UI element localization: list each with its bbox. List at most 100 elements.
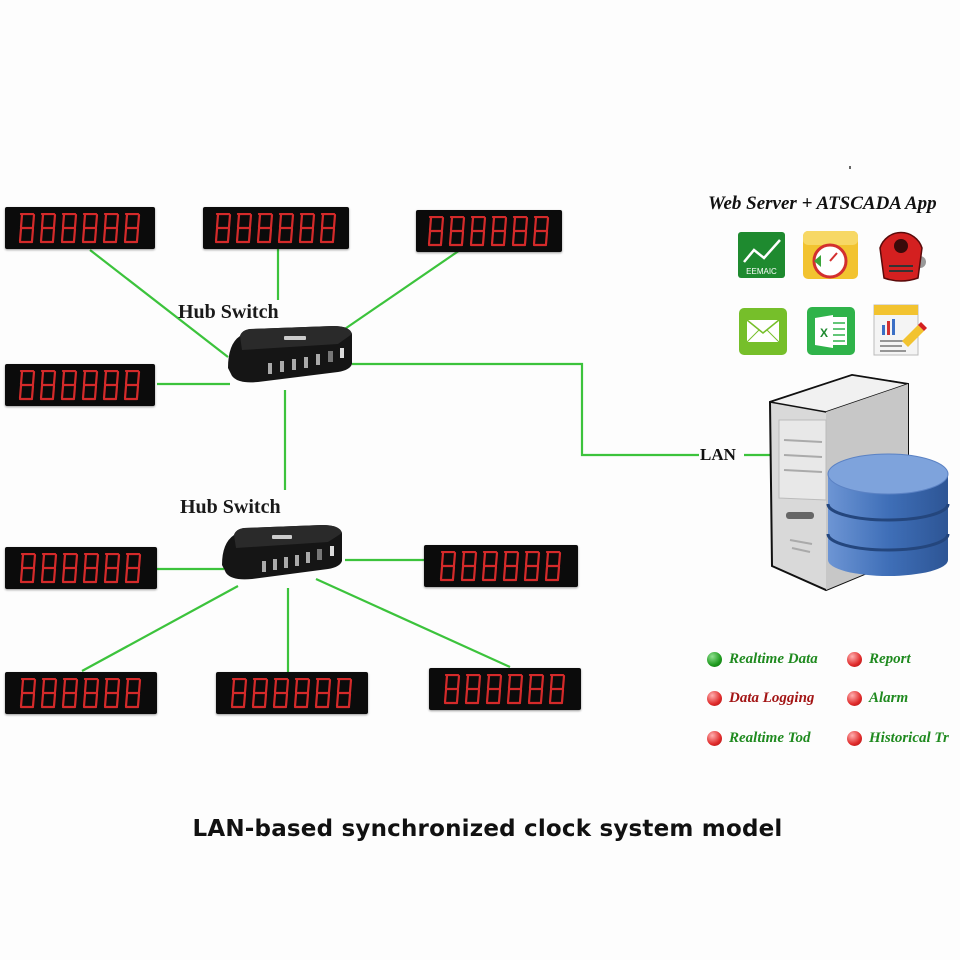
segment-f <box>19 213 24 228</box>
seven-segment-digit <box>18 212 36 243</box>
seven-segment-digit <box>82 677 100 708</box>
segment-b <box>452 551 457 566</box>
segment-f <box>461 551 466 566</box>
segment-b <box>94 213 99 228</box>
segment-f <box>62 678 67 693</box>
segment-b <box>95 553 100 568</box>
segment-f <box>104 553 109 568</box>
seven-segment-digit <box>18 369 36 400</box>
segment-c <box>30 384 35 399</box>
segment-e <box>319 227 324 242</box>
segment-e <box>19 567 24 582</box>
segment-f <box>444 674 449 689</box>
segment-f <box>449 216 454 231</box>
segment-f <box>104 678 109 693</box>
report-chart-icon <box>873 304 927 356</box>
segment-c <box>72 384 77 399</box>
segment-b <box>498 674 503 689</box>
segment-b <box>456 674 461 689</box>
segment-b <box>52 370 57 385</box>
port <box>328 351 333 362</box>
segment-b <box>31 370 36 385</box>
segment-c <box>451 565 456 580</box>
segment-b <box>116 678 121 693</box>
seven-segment-digit <box>490 215 508 246</box>
status-dot-red-icon <box>847 652 862 667</box>
seven-segment-digit <box>39 212 57 243</box>
segment-f <box>83 678 88 693</box>
status-dot-red-icon <box>847 731 862 746</box>
seven-segment-digit <box>40 552 58 583</box>
seven-segment-digit <box>61 677 79 708</box>
seven-segment-digit <box>102 369 120 400</box>
segment-b <box>461 216 466 231</box>
segment-f <box>124 370 129 385</box>
seven-segment-digit <box>60 212 78 243</box>
segment-e <box>103 567 108 582</box>
segment-c <box>460 230 465 245</box>
segment-f <box>440 551 445 566</box>
clock-display-6 <box>424 545 578 587</box>
segment-c <box>52 567 57 582</box>
segment-f <box>482 551 487 566</box>
segment-b <box>269 213 274 228</box>
seven-segment-digit <box>511 215 529 246</box>
segment-c <box>472 565 477 580</box>
segment-f <box>273 678 278 693</box>
seven-segment-digit <box>235 212 253 243</box>
segment-f <box>20 678 25 693</box>
segment-b <box>115 370 120 385</box>
seven-segment-digit <box>485 673 503 704</box>
segment-c <box>305 692 310 707</box>
segment-b <box>290 213 295 228</box>
port <box>330 546 334 556</box>
segment-f <box>320 213 325 228</box>
seven-segment-digit <box>230 677 248 708</box>
segment-f <box>294 678 299 693</box>
segment-f <box>470 216 475 231</box>
port <box>295 555 299 566</box>
seven-segment-digit <box>448 215 466 246</box>
segment-e <box>527 688 532 703</box>
hub-switch-2-label: Hub Switch <box>180 496 281 518</box>
segment-e <box>124 692 129 707</box>
excel-label: X <box>820 326 828 340</box>
segment-c <box>73 692 78 707</box>
segment-f <box>512 216 517 231</box>
segment-b <box>116 553 121 568</box>
segment-b <box>311 213 316 228</box>
segment-c <box>263 692 268 707</box>
segment-f <box>61 370 66 385</box>
seven-segment-digit <box>319 212 337 243</box>
segment-e <box>490 230 495 245</box>
seven-segment-digit <box>532 215 550 246</box>
feature-label: Alarm <box>869 690 909 706</box>
segment-e <box>293 692 298 707</box>
segment-c <box>347 692 352 707</box>
segment-c <box>136 692 141 707</box>
segment-e <box>123 384 128 399</box>
seven-segment-digit <box>506 673 524 704</box>
clock-display-4 <box>5 364 155 406</box>
clock-display-8 <box>216 672 368 714</box>
segment-b <box>74 553 79 568</box>
segment-f <box>20 553 25 568</box>
segment-f <box>533 216 538 231</box>
segment-e <box>314 692 319 707</box>
segment-e <box>230 692 235 707</box>
segment-f <box>41 553 46 568</box>
segment-b <box>540 674 545 689</box>
feature-alarm: Alarm <box>847 690 908 707</box>
segment-c <box>135 227 140 242</box>
port <box>268 363 272 374</box>
segment-c <box>439 230 444 245</box>
trend-chart-icon: EEMAIC <box>738 232 785 278</box>
link-clock3-hub1 <box>335 249 461 336</box>
segment-e <box>502 565 507 580</box>
segment-e <box>19 692 24 707</box>
seven-segment-digit <box>523 550 541 581</box>
seven-segment-digit <box>124 552 142 583</box>
seven-segment-digit <box>481 550 499 581</box>
segment-f <box>299 213 304 228</box>
segment-c <box>51 384 56 399</box>
